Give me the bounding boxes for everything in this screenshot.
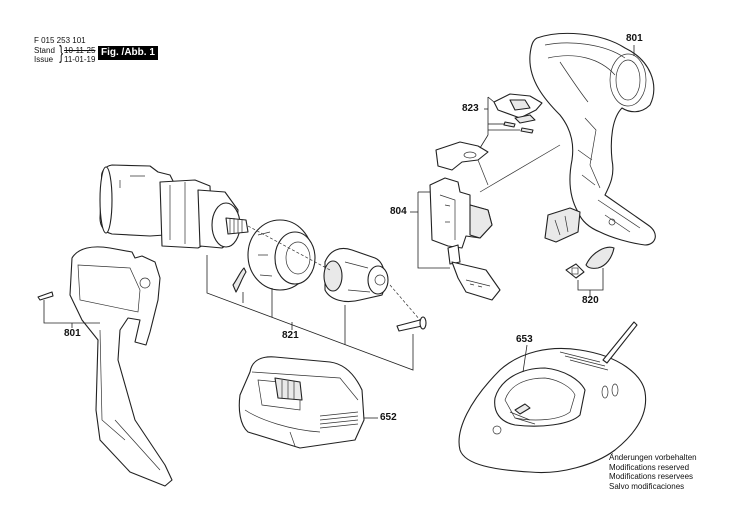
part-label-801-left: 801: [64, 328, 81, 339]
side-insert: [544, 207, 581, 243]
rubber-insert-820b: [565, 263, 585, 279]
note-line: Modifications reservees: [609, 472, 694, 481]
note-line: Modifications reserved: [609, 462, 690, 472]
part-label-823: 823: [462, 103, 479, 114]
part-label-652: 652: [380, 412, 397, 423]
keyless-chuck: [323, 247, 389, 303]
part-label-804: 804: [390, 206, 407, 217]
switch-cover-823: [435, 93, 543, 171]
housing-screw: [37, 291, 54, 301]
brace-glyph: }: [59, 43, 64, 64]
part-label-653: 653: [516, 334, 533, 345]
chuck-screw: [396, 316, 427, 332]
part-label-801-top: 801: [626, 33, 643, 44]
leader-lines: [43, 45, 635, 419]
stand-label: Stand: [34, 46, 55, 55]
clutch-ring: [247, 219, 316, 291]
part-label-820: 820: [582, 295, 599, 306]
rubber-foot-820a: [585, 246, 615, 269]
note-line: Änderungen vorbehalten: [609, 453, 697, 462]
spring-clip: [232, 267, 247, 293]
date-current: 11-01-19: [64, 55, 96, 64]
housing-left-801: [69, 246, 173, 487]
housing-right-801: [529, 32, 656, 246]
date-superseded: 10-11-25: [64, 46, 96, 55]
issue-label: Issue: [34, 55, 54, 64]
switch-804: [429, 177, 501, 301]
charger-653: [458, 321, 647, 474]
part-label-821: 821: [282, 330, 299, 341]
battery-pack-652: [238, 356, 365, 449]
figure-label: Fig. /Abb. 1: [98, 46, 158, 60]
document-number: F 015 253 101: [34, 36, 86, 45]
assembly-line: [479, 144, 561, 193]
gearbox-821: [99, 164, 249, 249]
note-line: Salvo modificaciones: [609, 481, 685, 491]
modification-notes: Änderungen vorbehalten Modifications res…: [609, 453, 697, 491]
